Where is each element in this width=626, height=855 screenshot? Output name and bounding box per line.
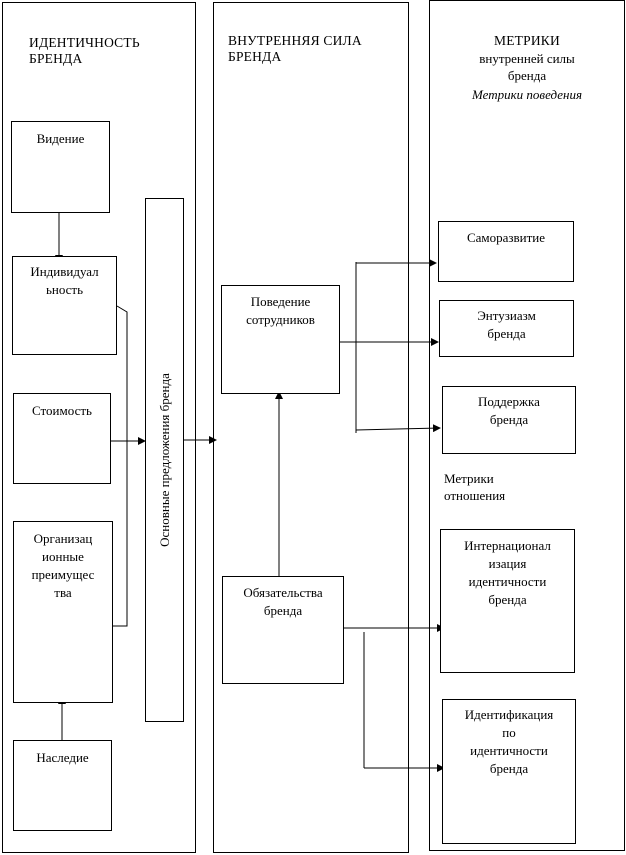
identity-column-title: ИДЕНТИЧНОСТЬ БРЕНДА bbox=[29, 35, 140, 66]
self-development-label: Саморазвитие bbox=[466, 230, 546, 245]
heritage-label: Наследие bbox=[36, 750, 89, 765]
org-advantages-label: Организац ионные преимущес тва bbox=[31, 531, 95, 600]
identity-internalization-box: Интернационал изация идентичности бренда bbox=[440, 529, 575, 673]
employee-behavior-box: Поведение сотрудников bbox=[221, 285, 340, 394]
brand-support-label: Поддержка бренда bbox=[478, 394, 540, 427]
identity-identification-box: Идентификация по идентичности бренда bbox=[442, 699, 576, 844]
behavior-metrics-caption: Метрики поведения bbox=[471, 87, 583, 102]
employee-behavior-label: Поведение сотрудников bbox=[246, 294, 315, 327]
brand-proposals-box bbox=[145, 198, 184, 722]
identity-internalization-label: Интернационал изация идентичности бренда bbox=[464, 538, 551, 607]
brand-enthusiasm-label: Энтузиазм бренда bbox=[477, 308, 536, 341]
brand-enthusiasm-box: Энтузиазм бренда bbox=[439, 300, 574, 357]
brand-commitments-box: Обязательства бренда bbox=[222, 576, 344, 684]
identity-identification-label: Идентификация по идентичности бренда bbox=[464, 707, 554, 776]
metrics-column-title: МЕТРИКИ bbox=[494, 33, 560, 48]
vision-label: Видение bbox=[36, 131, 85, 146]
self-development-box: Саморазвитие bbox=[438, 221, 574, 282]
individuality-box: Индивидуал ьность bbox=[12, 256, 117, 355]
value-label: Стоимость bbox=[32, 403, 92, 418]
relation-metrics-caption: Метрики отношения bbox=[444, 471, 506, 503]
inner-strength-column-title: ВНУТРЕННЯЯ СИЛА БРЕНДА bbox=[228, 33, 362, 64]
heritage-box: Наследие bbox=[13, 740, 112, 831]
org-advantages-box: Организац ионные преимущес тва bbox=[13, 521, 113, 703]
vision-box: Видение bbox=[11, 121, 110, 213]
value-box: Стоимость bbox=[13, 393, 111, 484]
inner-strength-column bbox=[213, 2, 409, 853]
brand-commitments-label: Обязательства бренда bbox=[243, 585, 323, 618]
brand-support-box: Поддержка бренда bbox=[442, 386, 576, 454]
metrics-column-subtitle: внутренней силы бренда bbox=[479, 51, 575, 83]
arrow-to-support bbox=[355, 424, 441, 433]
individuality-label: Индивидуал ьность bbox=[30, 264, 99, 297]
bracket-line bbox=[113, 305, 128, 627]
brand-proposals-label: Основные предложения бренда bbox=[157, 373, 172, 547]
